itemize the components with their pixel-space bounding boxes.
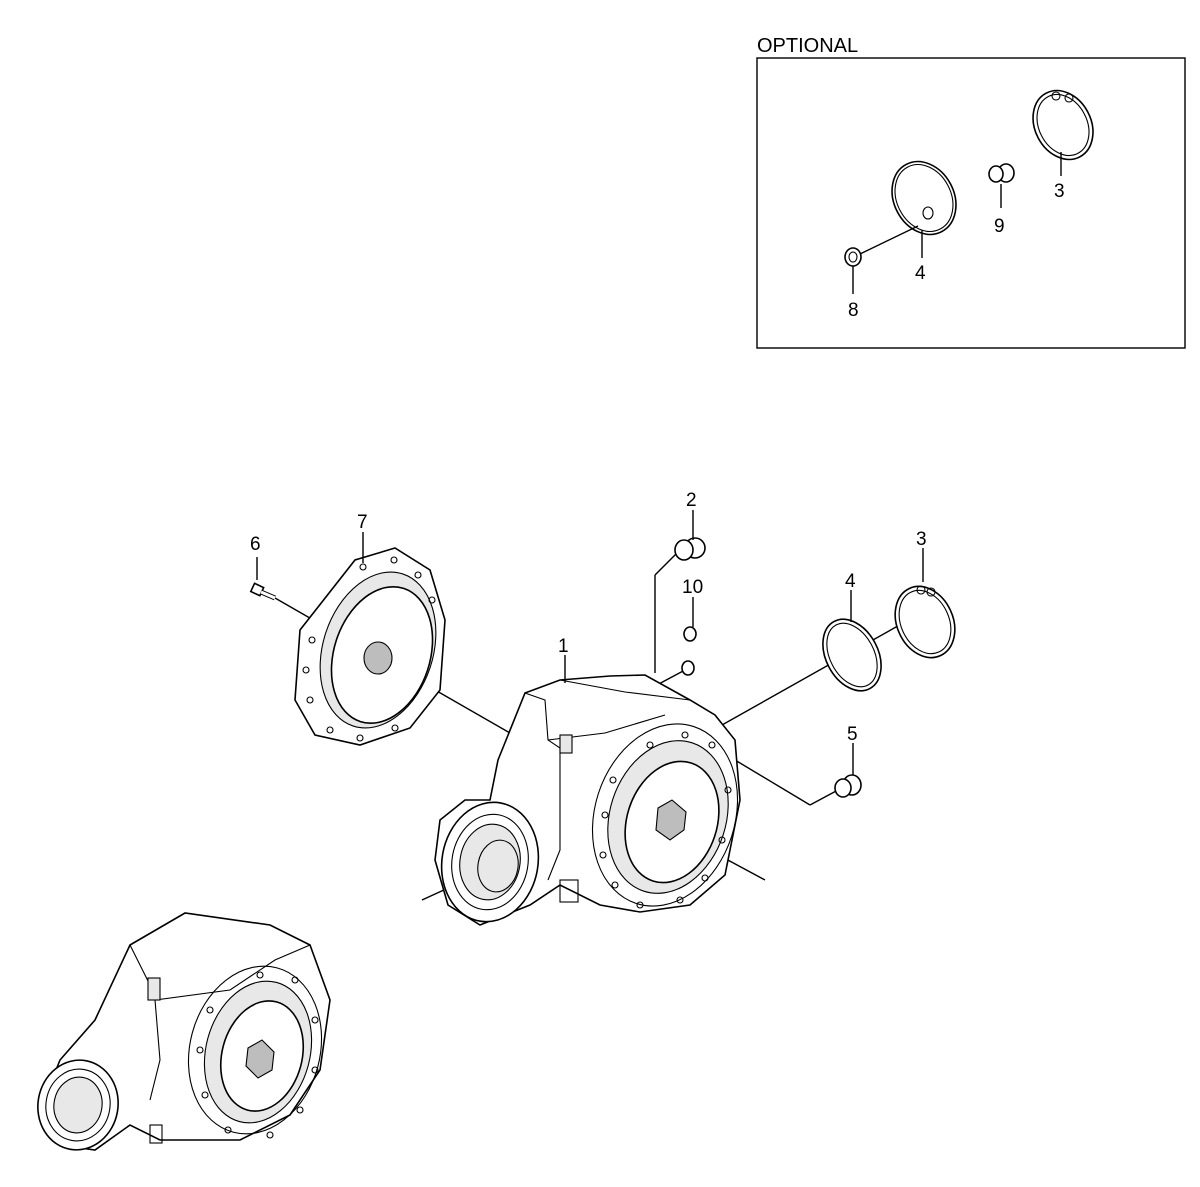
- callout-5: 5: [847, 724, 858, 745]
- optional-box: OPTIONAL 3 4 9: [756, 35, 1186, 349]
- drain-plug: [834, 774, 862, 798]
- opt-callout-9: 9: [994, 216, 1005, 237]
- optional-frame: [756, 57, 1186, 349]
- callout-4: 4: [845, 571, 856, 592]
- plug: [674, 537, 706, 561]
- optional-snap-ring: [1032, 89, 1094, 161]
- optional-title: OPTIONAL: [757, 35, 858, 57]
- optional-cover-plate: [891, 160, 957, 236]
- o-ring: [822, 618, 882, 692]
- callout-2: 2: [686, 490, 697, 511]
- optional-plug: [988, 163, 1015, 183]
- callout-7: 7: [357, 512, 368, 533]
- assembled-housing-view: [37, 912, 331, 1151]
- opt-callout-3: 3: [1054, 181, 1065, 202]
- callout-3: 3: [916, 529, 927, 550]
- optional-washer: [844, 247, 862, 267]
- callout-10: 10: [682, 577, 703, 598]
- callout-6: 6: [250, 534, 261, 555]
- opt-callout-4: 4: [915, 263, 926, 284]
- callout-1: 1: [558, 636, 569, 657]
- bolt: [249, 582, 276, 601]
- snap-ring: [894, 585, 956, 659]
- breather: [681, 626, 697, 676]
- opt-callout-8: 8: [848, 300, 859, 321]
- flange-cover: [294, 547, 446, 746]
- axle-housing: [434, 674, 741, 926]
